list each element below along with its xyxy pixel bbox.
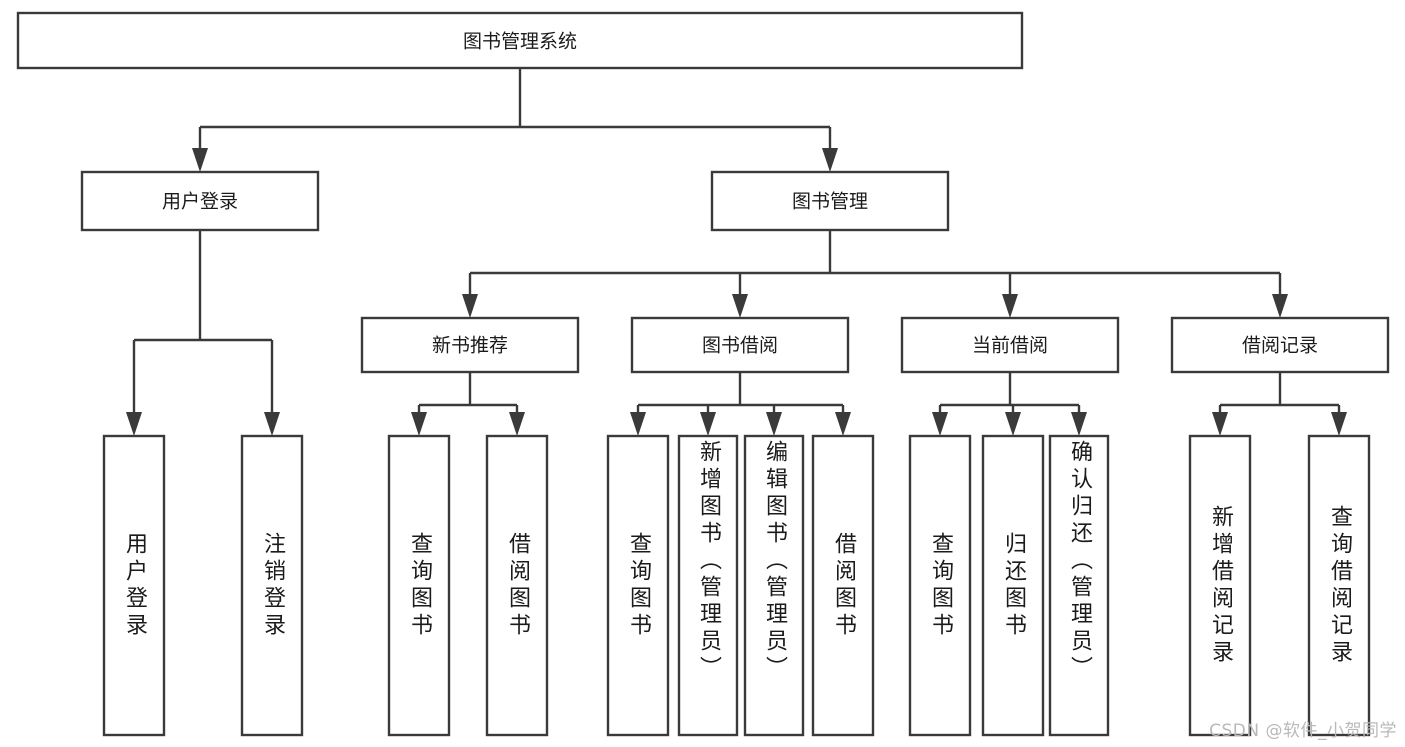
leaf-box-add-borrow-record[interactable] (1188, 434, 1252, 737)
node-book-borrow-box[interactable] (630, 316, 850, 374)
arrowhead-book-borrow (732, 294, 748, 318)
leaf-box-confirm-return-admin[interactable] (1048, 434, 1110, 737)
nodes-group: 图书管理系统 用户登录 图书管理 新书推荐 图书借阅 当前借阅 借阅记录 (16, 11, 1390, 737)
arrowhead-leaf-logout (264, 412, 280, 436)
node-borrow-record-box[interactable] (1170, 316, 1390, 374)
node-current-borrow-box[interactable] (900, 316, 1120, 374)
arrowhead-book-mgmt (822, 148, 838, 172)
leaf-box-query-book-borrow[interactable] (606, 434, 670, 737)
arrowhead-borrow-record (1272, 294, 1288, 318)
node-current-borrow-label: 当前借阅 (972, 335, 1048, 357)
node-book-management-label: 图书管理 (792, 191, 868, 213)
leaf-box-query-book-rec[interactable] (387, 434, 451, 737)
arrowhead-borrow-leaf-3 (766, 412, 782, 436)
node-root-label: 图书管理系统 (463, 31, 577, 53)
node-new-book-recommend-box[interactable] (360, 316, 580, 374)
arrowhead-leaf-user-login (126, 412, 142, 436)
leaf-box-user-login[interactable] (102, 434, 166, 737)
csdn-watermark: CSDN @软件_小贺同学 (1209, 721, 1397, 741)
arrowhead-current-leaf-3 (1071, 412, 1087, 436)
connectors-group (126, 68, 1347, 436)
leaf-box-borrow-book-rec[interactable] (485, 434, 549, 737)
leaf-box-query-borrow-record[interactable] (1307, 434, 1371, 737)
node-user-login-label: 用户登录 (162, 191, 238, 213)
leaf-box-edit-book-admin[interactable] (743, 434, 805, 737)
arrowhead-newbook-leaf-2 (509, 412, 525, 436)
arrowhead-borrow-leaf-2 (700, 412, 716, 436)
arrowhead-record-leaf-2 (1331, 412, 1347, 436)
node-new-book-recommend-label: 新书推荐 (432, 335, 508, 357)
leaf-box-return-book[interactable] (981, 434, 1045, 737)
node-root-box[interactable] (16, 11, 1024, 70)
arrowhead-current-borrow (1002, 294, 1018, 318)
arrowhead-current-leaf-2 (1005, 412, 1021, 436)
arrowhead-user-login (192, 148, 208, 172)
arrowhead-record-leaf-1 (1212, 412, 1228, 436)
node-borrow-record-label: 借阅记录 (1242, 335, 1318, 357)
node-user-login-box[interactable] (80, 170, 320, 232)
arrowhead-borrow-leaf-4 (835, 412, 851, 436)
leaf-box-borrow-book[interactable] (811, 434, 875, 737)
arrowhead-borrow-leaf-1 (630, 412, 646, 436)
leaf-box-logout[interactable] (240, 434, 304, 737)
arrowhead-newbook-leaf-1 (411, 412, 427, 436)
arrowhead-current-leaf-1 (932, 412, 948, 436)
leaf-box-add-book-admin[interactable] (677, 434, 739, 737)
node-book-management-box[interactable] (710, 170, 950, 232)
arrowhead-new-book-rec (462, 294, 478, 318)
leaf-box-query-book-current[interactable] (908, 434, 972, 737)
node-book-borrow-label: 图书借阅 (702, 335, 778, 357)
